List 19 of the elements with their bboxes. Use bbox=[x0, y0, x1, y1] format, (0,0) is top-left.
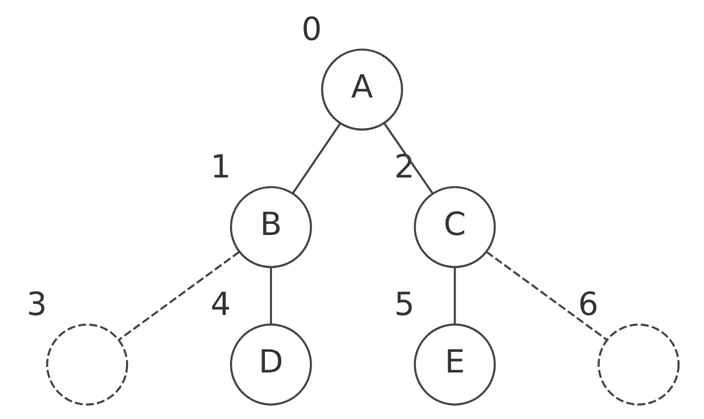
node-circle: B bbox=[229, 186, 312, 268]
node-circle bbox=[46, 324, 128, 406]
node-label: 6 bbox=[578, 285, 598, 324]
node-circle bbox=[597, 324, 680, 406]
connector bbox=[485, 250, 607, 341]
connector bbox=[382, 122, 434, 194]
connector bbox=[291, 123, 340, 194]
node-label: 0 bbox=[301, 10, 322, 48]
node-label: 3 bbox=[26, 285, 46, 324]
node-circle: C bbox=[413, 186, 496, 268]
node-label: 5 bbox=[394, 285, 414, 324]
node-circle: A bbox=[320, 48, 403, 131]
connector bbox=[453, 268, 456, 324]
node-label: 1 bbox=[210, 148, 230, 186]
node-label: 4 bbox=[210, 285, 230, 324]
connector bbox=[269, 268, 272, 324]
node-circle: D bbox=[229, 324, 312, 406]
node-circle: E bbox=[413, 324, 496, 406]
connector bbox=[118, 250, 240, 341]
